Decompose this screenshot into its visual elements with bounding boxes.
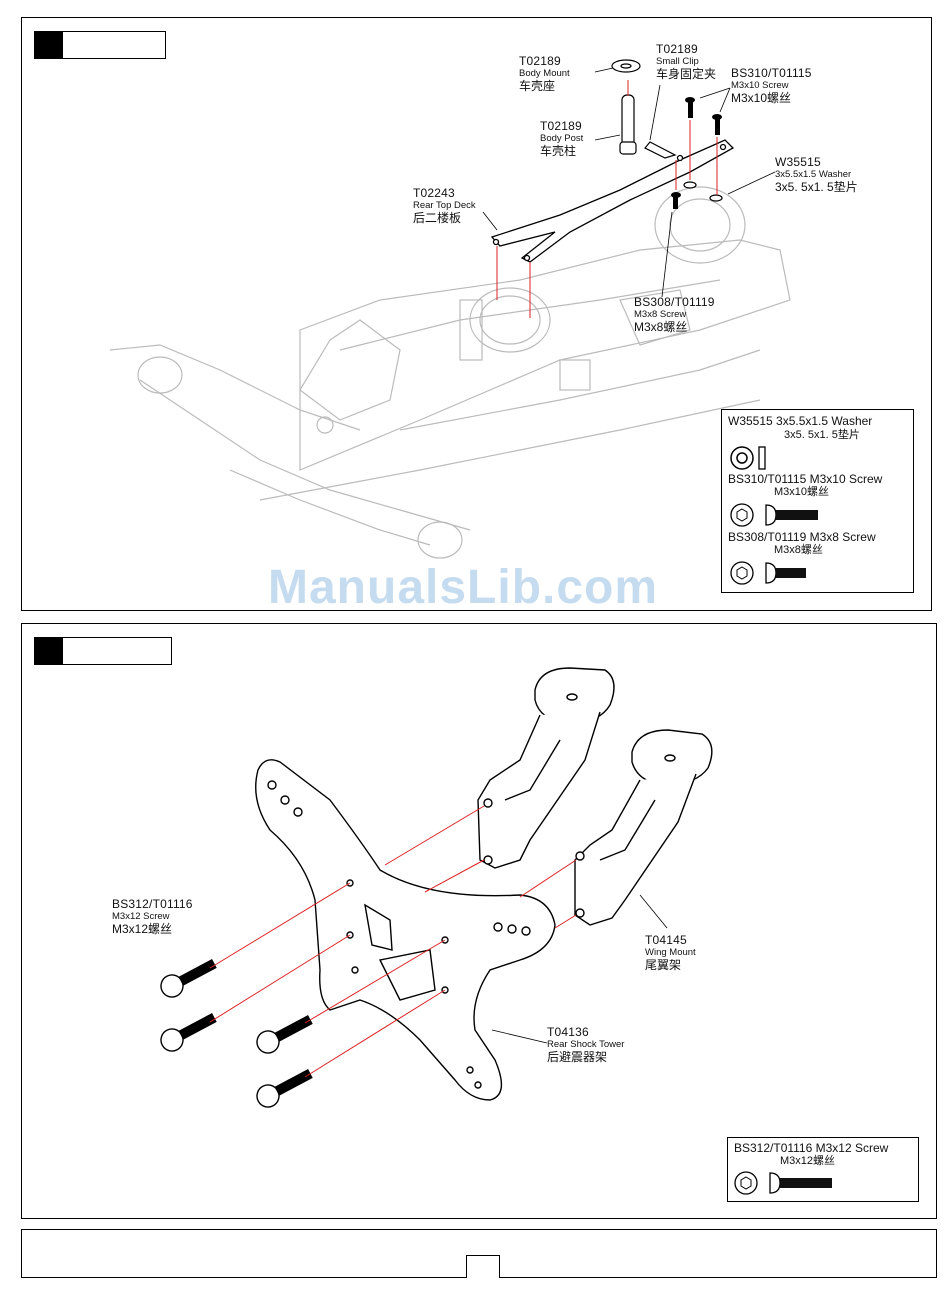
part-name-cn: 尾翼架	[645, 957, 682, 972]
part-number: T02189	[540, 119, 582, 133]
legend-m3x12-title: BS312/T01116 M3x12 Screw	[734, 1141, 889, 1155]
label-washer: W35515 3x5.5x1.5 Washer 3x5. 5x1. 5垫片	[775, 155, 858, 195]
part-number: BS308/T01119	[634, 295, 715, 309]
screw-m3x12-icon	[734, 1171, 832, 1195]
screw-m3x8-icon	[730, 561, 806, 585]
legend-m3x8-title: BS308/T01119 M3x8 Screw	[728, 530, 876, 544]
part-name-cn: M3x8螺丝	[634, 319, 688, 334]
label-screw-m3x12: BS312/T01116 M3x12 Screw M3x12螺丝	[112, 897, 193, 937]
legend-m3x10-cn: M3x10螺丝	[774, 486, 830, 498]
label-shock-tower: T04136 Rear Shock Tower 后避震器架	[547, 1025, 625, 1065]
part-name-cn: 车壳柱	[540, 143, 577, 158]
part-name-cn: 后避震器架	[547, 1049, 608, 1064]
part-name-en: Rear Top Deck	[413, 199, 476, 211]
screw-m3x10-icon	[730, 503, 818, 527]
label-body-post: T02189 Body Post 车壳柱	[540, 119, 584, 159]
part-number: BS310/T01115	[731, 66, 812, 80]
hardware-legend-bottom: BS312/T01116 M3x12 Screw M3x12螺丝	[727, 1137, 919, 1202]
part-name-cn: 车身固定夹	[656, 66, 717, 81]
legend-m3x12-cn: M3x12螺丝	[780, 1155, 836, 1167]
part-name-en: Body Mount	[519, 67, 570, 79]
watermark-text: ManualsLib.com	[268, 561, 659, 614]
label-rear-top-deck: T02243 Rear Top Deck 后二楼板	[413, 186, 476, 226]
m3x12-screws	[160, 959, 313, 1108]
part-name-cn: 后二楼板	[413, 210, 462, 225]
legend-washer-cn: 3x5. 5x1. 5垫片	[784, 429, 860, 441]
page-number-tab	[466, 1255, 500, 1278]
part-name-en: Rear Shock Tower	[547, 1038, 625, 1050]
part-number: BS312/T01116	[112, 897, 193, 911]
part-name-en: Small Clip	[656, 55, 699, 67]
legend-washer-title: W35515 3x5.5x1.5 Washer	[728, 414, 873, 428]
part-name-en: M3x12 Screw	[112, 910, 170, 922]
washer-icon	[730, 446, 766, 470]
part-number: T04145	[645, 933, 687, 947]
part-name-en: M3x10 Screw	[731, 79, 789, 91]
label-body-mount: T02189 Body Mount 车壳座	[519, 54, 570, 94]
part-name-cn: M3x10螺丝	[731, 90, 792, 105]
legend-m3x8-cn: M3x8螺丝	[774, 544, 823, 556]
part-name-en: M3x8 Screw	[634, 308, 687, 320]
label-wing-mount: T04145 Wing Mount 尾翼架	[645, 933, 696, 973]
part-name-en: Body Post	[540, 132, 584, 144]
part-number: T02189	[519, 54, 561, 68]
step-number-tab-top	[34, 31, 166, 59]
part-number: T02243	[413, 186, 455, 200]
part-name-cn: 车壳座	[519, 78, 556, 93]
legend-m3x10-title: BS310/T01115 M3x10 Screw	[728, 472, 883, 486]
part-name-cn: M3x12螺丝	[112, 921, 173, 936]
part-number: T04136	[547, 1025, 589, 1039]
part-name-cn: 3x5. 5x1. 5垫片	[775, 179, 858, 194]
part-name-en: Wing Mount	[645, 946, 696, 958]
step-number-tab-bottom	[34, 637, 172, 665]
label-screw-m3x10: BS310/T01115 M3x10 Screw M3x10螺丝	[731, 66, 812, 106]
hardware-legend-top: W35515 3x5.5x1.5 Washer 3x5. 5x1. 5垫片 BS…	[721, 409, 914, 593]
part-number: W35515	[775, 155, 821, 169]
chassis-diagram-top	[109, 59, 791, 559]
label-screw-m3x8: BS308/T01119 M3x8 Screw M3x8螺丝	[634, 295, 715, 335]
label-small-clip: T02189 Small Clip 车身固定夹	[656, 42, 717, 82]
part-name-en: 3x5.5x1.5 Washer	[775, 168, 852, 180]
part-number: T02189	[656, 42, 698, 56]
